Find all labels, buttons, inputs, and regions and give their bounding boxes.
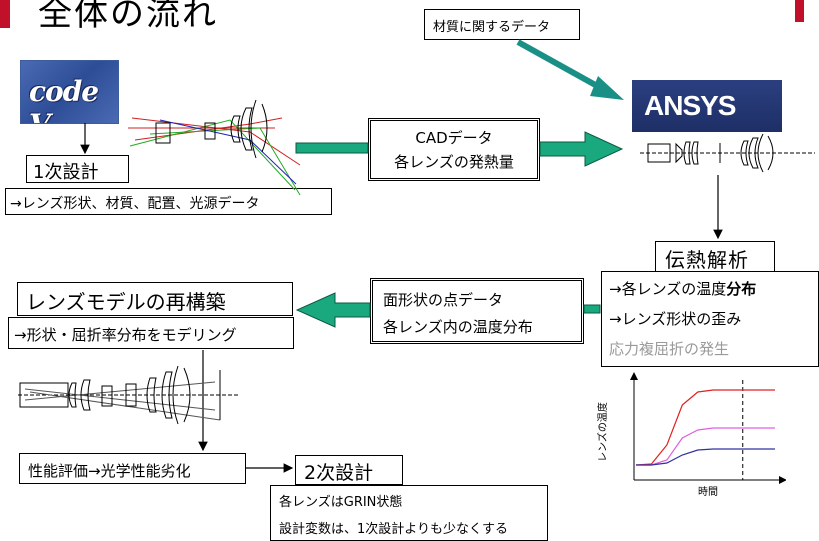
heat-generation-label: 各レンズの発熱量	[394, 153, 514, 171]
rebuild-title-box: レンズモデルの再構築	[17, 282, 293, 316]
green-arrow-left-segment	[295, 142, 369, 154]
chart-x-arrowhead	[779, 476, 786, 484]
second-design-grin: 各レンズはGRIN状態	[279, 495, 403, 510]
chart-ylabel: レンズの温度	[596, 402, 609, 462]
thermal-item-distortion: →レンズ形状の歪み	[609, 310, 742, 328]
chart-series-line-2	[636, 427, 775, 466]
evaluation-label: 性能評価→光学性能劣化	[28, 462, 191, 480]
rebuild-detail: →形状・屈折率分布をモデリング	[14, 326, 237, 344]
chart-xlabel: 時間	[698, 486, 718, 498]
ansys-logo: ANSYS	[632, 80, 782, 132]
material-to-ansys-arrow	[516, 39, 610, 95]
surface-data-box: 面形状の点データ 各レンズ内の温度分布	[370, 278, 584, 344]
ansys-logo-text: ANSYS	[644, 90, 736, 121]
lens-sketch-ansys	[640, 133, 815, 173]
lens-temperature-distribution-label: 各レンズ内の温度分布	[383, 318, 533, 336]
codev-logo: code V	[20, 60, 119, 124]
right-accent-bar	[795, 0, 804, 22]
first-design-detail: →レンズ形状、材質、配置、光源データ	[10, 196, 260, 212]
lens-sketch-rebuild	[18, 365, 240, 425]
temperature-chart: レンズの温度 時間	[596, 372, 786, 498]
chart-series-line-1	[635, 389, 775, 466]
lens-sketch-codev	[128, 99, 301, 196]
thermal-item-temperature-prefix: →各レンズの温度	[609, 280, 727, 298]
rebuild-title: レンズモデルの再構築	[26, 290, 226, 314]
thermal-item-birefringence: 応力複屈折の発生	[609, 340, 730, 358]
first-design-box: 1次設計	[26, 155, 129, 183]
green-arrow-right-head	[539, 131, 624, 167]
first-design-title: 1次設計	[33, 162, 99, 183]
page-title: 全体の流れ	[38, 0, 218, 34]
evaluation-box: 性能評価→光学性能劣化	[19, 453, 246, 484]
thermal-item-temperature-bold: 分布	[726, 280, 757, 298]
rebuild-detail-box: →形状・屈折率分布をモデリング	[8, 317, 294, 349]
surface-point-data-label: 面形状の点データ	[383, 291, 504, 309]
cad-data-box: CADデータ 各レンズの発熱量	[368, 118, 540, 181]
left-accent-bar	[0, 0, 10, 28]
codev-logo-text: code V	[29, 75, 99, 123]
chart-plot-area	[630, 372, 786, 484]
second-design-variables: 設計変数は、1次設計よりも少なくする	[279, 522, 509, 537]
material-data-box: 材質に関するデータ	[424, 9, 580, 40]
thermal-analysis-title-box: 伝熱解析	[655, 241, 775, 273]
second-design-title: 2次設計	[304, 462, 374, 484]
material-arrow-head	[590, 76, 624, 100]
chart-series-line-3	[636, 448, 775, 466]
thermal-analysis-list: →各レンズの温度分布 →レンズ形状の歪み 応力複屈折の発生	[601, 271, 819, 367]
chart-y-arrowhead	[630, 372, 638, 380]
cad-data-label: CADデータ	[415, 129, 493, 147]
thermal-analysis-title: 伝熱解析	[665, 248, 749, 272]
green-arrow-surface-right	[583, 304, 601, 314]
second-design-detail-box: 各レンズはGRIN状態 設計変数は、1次設計よりも少なくする	[270, 485, 548, 541]
material-data-label: 材質に関するデータ	[433, 20, 551, 35]
second-design-title-box: 2次設計	[295, 455, 403, 485]
thermal-item-temperature: →各レンズの温度分布	[609, 278, 756, 299]
green-arrow-surface-head	[295, 292, 371, 328]
first-design-detail-box: →レンズ形状、材質、配置、光源データ	[5, 188, 332, 215]
